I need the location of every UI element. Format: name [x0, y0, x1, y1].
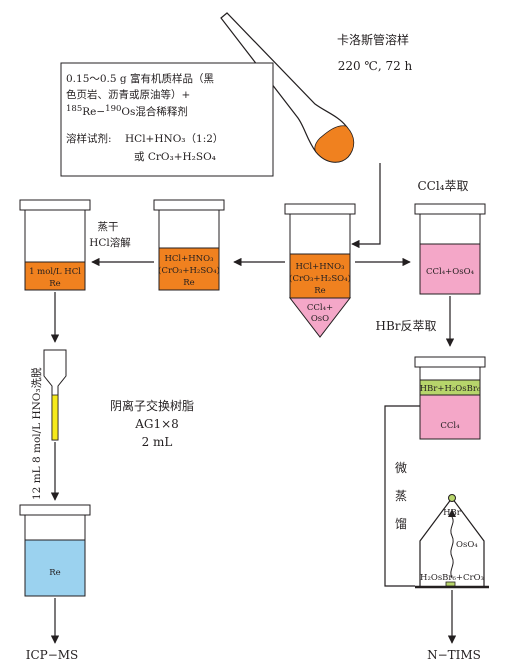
sample-line-2: 色页岩、沥青或原油等）+ [66, 88, 190, 101]
evap-label-1: 蒸干 [98, 221, 119, 233]
ion-exchange-column [43, 349, 67, 441]
beaker-left [19, 199, 91, 291]
beaker-left-label-2: Re [49, 279, 60, 289]
beaker-bottom [19, 504, 91, 597]
beaker-middle-label-3: Re [183, 278, 194, 288]
reagent-2: 或 CrO₃+H₂SO₄ [134, 151, 216, 163]
distill-bottom-drop [445, 581, 456, 587]
hbr-back-title: HBr反萃取 [375, 319, 436, 333]
centrifuge-label-2: (CrO₃+H₂SO₄) [289, 273, 351, 284]
beaker-left-liquid [24, 261, 86, 291]
reagent-label: 溶样试剂: [66, 132, 112, 145]
connector-hbr-to-distill [384, 405, 420, 587]
carius-title: 卡洛斯管溶样 [337, 32, 409, 47]
arrow-tube-to-centrifuge [351, 163, 381, 249]
beaker-ccl4-liquid [419, 243, 481, 295]
beaker-hbr [414, 356, 486, 440]
distill-hbr-label: HBr [443, 508, 462, 518]
micro-distill-apparatus [415, 494, 489, 589]
reagent-1: HCl+HNO₃（1:2） [125, 133, 223, 145]
output-n-tims: N−TIMS [427, 648, 481, 662]
eluent-label: 12 mL 8 mol/L HNO₃洗脱 [30, 367, 43, 500]
sample-box [60, 62, 274, 177]
centrifuge-tube [284, 203, 356, 338]
beaker-hbr-lower [419, 394, 481, 440]
centrifuge-cone-2: OsO [311, 314, 329, 324]
resin-label-2: AG1×8 [134, 417, 179, 431]
centrifuge-label-1: HCl+HNO₃ [296, 262, 345, 272]
distill-oso4-label: OsO₄ [456, 540, 478, 550]
micro-distill-char-1: 微 [395, 461, 407, 475]
distill-bottom-label: H₂OsBr₆+CrO₃ [420, 573, 484, 583]
ccl4-extract-title: CCl₄萃取 [417, 179, 468, 193]
beaker-hbr-lower-label: CCl₄ [440, 421, 460, 431]
resin-bed [51, 394, 59, 441]
micro-distill-char-3: 馏 [395, 517, 407, 531]
beaker-ccl4 [414, 203, 486, 295]
carius-tube-liquid [314, 125, 355, 163]
output-icp-ms: ICP−MS [26, 648, 79, 662]
beaker-ccl4-label: CCl₄+OsO₄ [426, 267, 475, 277]
distill-top-drop [448, 494, 456, 502]
carius-tube [220, 12, 355, 163]
resin-label-1: 阴离子交换树脂 [110, 398, 194, 413]
carius-condition: 220 ℃, 72 h [338, 59, 413, 73]
beaker-middle-liquid [158, 247, 220, 291]
beaker-left-label-1: 1 mol/L HCl [29, 267, 81, 277]
beaker-middle-label-2: (CrO₃+H₂SO₄) [158, 265, 220, 276]
evap-label-2: HCl溶解 [89, 236, 131, 249]
beaker-bottom-liquid [24, 539, 86, 597]
centrifuge-cone-1: CCl₄+ [307, 303, 333, 313]
micro-distill-char-2: 蒸 [395, 489, 407, 503]
sample-line-1: 0.15～0.5 g 富有机质样品（黑 [66, 72, 214, 85]
beaker-middle [153, 199, 225, 291]
beaker-bottom-label: Re [49, 568, 60, 578]
centrifuge-upper-liquid [289, 253, 351, 299]
beaker-middle-label-1: HCl+HNO₃ [165, 254, 214, 264]
centrifuge-label-3: Re [314, 286, 325, 296]
sample-line-3: 185Re−190Os混合稀释剂 [66, 104, 188, 118]
beaker-hbr-upper-label: HBr+H₂OsBr₆ [420, 384, 481, 394]
centrifuge-cone [288, 297, 352, 338]
resin-label-3: 2 mL [142, 435, 173, 449]
vapor-path [450, 516, 454, 579]
